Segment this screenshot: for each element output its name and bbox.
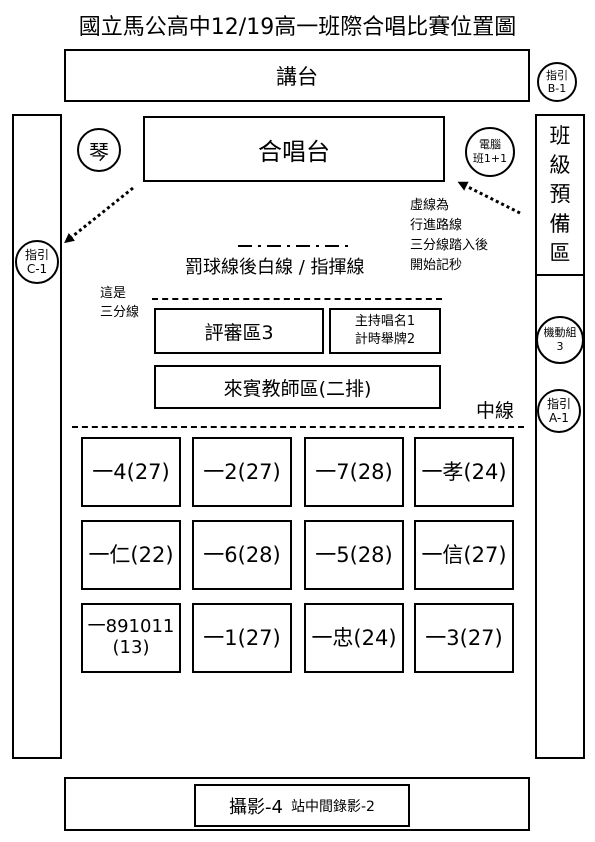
photo-label: 攝影-4 <box>229 796 283 818</box>
seat-box: 一891011 (13) <box>81 603 181 673</box>
host-label: 主持唱名1 <box>354 313 416 329</box>
prep-char: 級 <box>549 152 571 177</box>
seat-box: 一6(28) <box>192 520 292 590</box>
three-point-note: 這是 三分線 <box>100 285 160 323</box>
seat-box: 一孝(24) <box>414 437 514 507</box>
left-column <box>12 114 62 759</box>
guide-c1-code: C-1 <box>26 262 48 276</box>
path-note-line: 行進路線 <box>410 218 463 234</box>
video-label: 站中間錄影-2 <box>290 798 375 815</box>
path-note-line: 開始記秒 <box>410 258 463 274</box>
seat-box: 一信(27) <box>414 520 514 590</box>
seat-box: 一3(27) <box>414 603 514 673</box>
conductor-line-label: 罰球線後白線 / 指揮線 <box>185 257 365 278</box>
mobile-group-label: 機動組 <box>543 325 577 339</box>
three-point-note-line: 三分線 <box>100 304 140 320</box>
guide-a1-circle: 指引 A-1 <box>537 389 581 433</box>
computer-circle: 電腦 班1+1 <box>465 127 515 177</box>
center-line <box>72 426 524 428</box>
guide-c1-label: 指引 <box>24 247 49 262</box>
right-column <box>535 114 585 759</box>
guide-c1-circle: 指引 C-1 <box>15 240 59 284</box>
seat-box: 一5(28) <box>304 520 404 590</box>
seat-box: 一2(27) <box>192 437 292 507</box>
page-title: 國立馬公高中12/19高一班際合唱比賽位置圖 <box>78 15 517 40</box>
mobile-group-circle: 機動組 3 <box>536 316 584 364</box>
mobile-group-count: 3 <box>556 340 564 353</box>
timer-label: 計時舉牌2 <box>354 332 416 347</box>
seat-box: 一忠(24) <box>304 603 404 673</box>
guest-teachers-area: 來賓教師區(二排) <box>154 365 441 409</box>
path-note-line: 三分線踏入後 <box>410 238 489 254</box>
prep-area: 班 級 預 備 區 <box>537 116 583 276</box>
judges-area: 評審區3 <box>154 308 324 354</box>
chorus-stage: 合唱台 <box>143 116 445 182</box>
guide-a1-code: A-1 <box>549 411 569 425</box>
seat-box: 一4(27) <box>81 437 181 507</box>
prep-char: 預 <box>549 182 571 207</box>
path-note-line: 虛線為 <box>410 198 450 213</box>
photo-video-box: 攝影-4 站中間錄影-2 <box>194 784 410 827</box>
three-point-note-line: 這是 <box>100 286 127 301</box>
right-path-arrow <box>457 181 521 215</box>
computer-detail: 班1+1 <box>472 152 508 165</box>
three-point-line <box>152 298 442 300</box>
podium: 講台 <box>64 49 530 102</box>
prep-char: 備 <box>549 211 571 236</box>
guide-b1-code: B-1 <box>547 82 567 95</box>
host-area: 主持唱名1 計時舉牌2 <box>329 308 441 354</box>
seat-box: 一1(27) <box>192 603 292 673</box>
computer-label: 電腦 <box>479 137 501 151</box>
left-path-arrow <box>64 186 134 244</box>
prep-char: 區 <box>549 241 571 266</box>
guide-b1-label: 指引 <box>546 68 568 82</box>
prep-char: 班 <box>549 123 571 148</box>
path-note: 虛線為 行進路線 三分線踏入後 開始記秒 <box>410 196 530 277</box>
piano-circle: 琴 <box>77 128 121 172</box>
center-line-label: 中線 <box>476 400 515 422</box>
seat-box: 一仁(22) <box>81 520 181 590</box>
guide-b1-circle: 指引 B-1 <box>537 62 577 102</box>
seat-box: 一7(28) <box>304 437 404 507</box>
guide-a1-label: 指引 <box>546 396 571 411</box>
